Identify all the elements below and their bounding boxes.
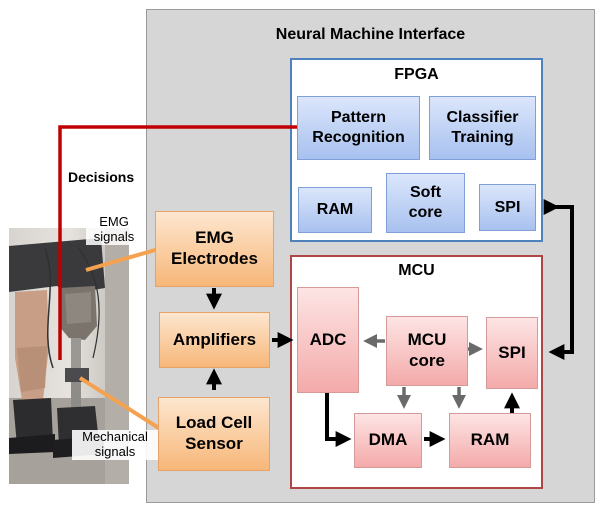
load-cell-sensor-label: Load Cell Sensor xyxy=(175,413,253,453)
mechanical-callout-line xyxy=(78,376,164,432)
classifier-training-label: Classifier Training xyxy=(446,109,519,146)
arrow-adc-to-dma xyxy=(325,392,352,447)
mcu-core-label: MCU core xyxy=(407,330,447,370)
emg-electrodes-label: EMG Electrodes xyxy=(171,228,258,268)
emg-electrodes-block: EMG Electrodes xyxy=(155,211,274,287)
emg-callout-line xyxy=(85,246,163,272)
mcu-spi-label: SPI xyxy=(498,342,526,362)
dma-block: DMA xyxy=(354,413,422,468)
dma-label: DMA xyxy=(368,430,408,450)
mcu-ram-block: RAM xyxy=(449,413,531,468)
adc-label: ADC xyxy=(309,329,347,349)
fpga-title: FPGA xyxy=(394,66,439,83)
spi-link xyxy=(543,199,574,360)
soft-core-label: Soft core xyxy=(408,184,443,221)
nmi-title: Neural Machine Interface xyxy=(275,26,466,43)
amplifiers-label: Amplifiers xyxy=(172,329,257,349)
emg-signals-label: EMG signals xyxy=(86,214,142,245)
fpga-spi-label: SPI xyxy=(494,198,521,216)
mcu-core-block: MCU core xyxy=(386,316,468,386)
decisions-label: Decisions xyxy=(68,169,135,185)
fpga-spi-block: SPI xyxy=(479,184,536,231)
mechanical-signals-label: Mechanical signals xyxy=(72,429,158,460)
mcu-title: MCU xyxy=(398,262,435,279)
fpga-ram-label: RAM xyxy=(316,201,354,219)
mcu-ram-label: RAM xyxy=(470,430,510,450)
fpga-ram-block: RAM xyxy=(298,187,372,233)
classifier-training-block: Classifier Training xyxy=(429,96,536,160)
decisions-line xyxy=(58,125,297,360)
soft-core-block: Soft core xyxy=(386,173,465,233)
load-cell-sensor-block: Load Cell Sensor xyxy=(158,397,270,471)
pattern-recognition-block: Pattern Recognition xyxy=(297,96,420,160)
mcu-spi-block: SPI xyxy=(486,317,538,389)
amplifiers-block: Amplifiers xyxy=(159,312,270,368)
adc-block: ADC xyxy=(297,287,359,393)
pattern-recognition-label: Pattern Recognition xyxy=(312,109,405,146)
